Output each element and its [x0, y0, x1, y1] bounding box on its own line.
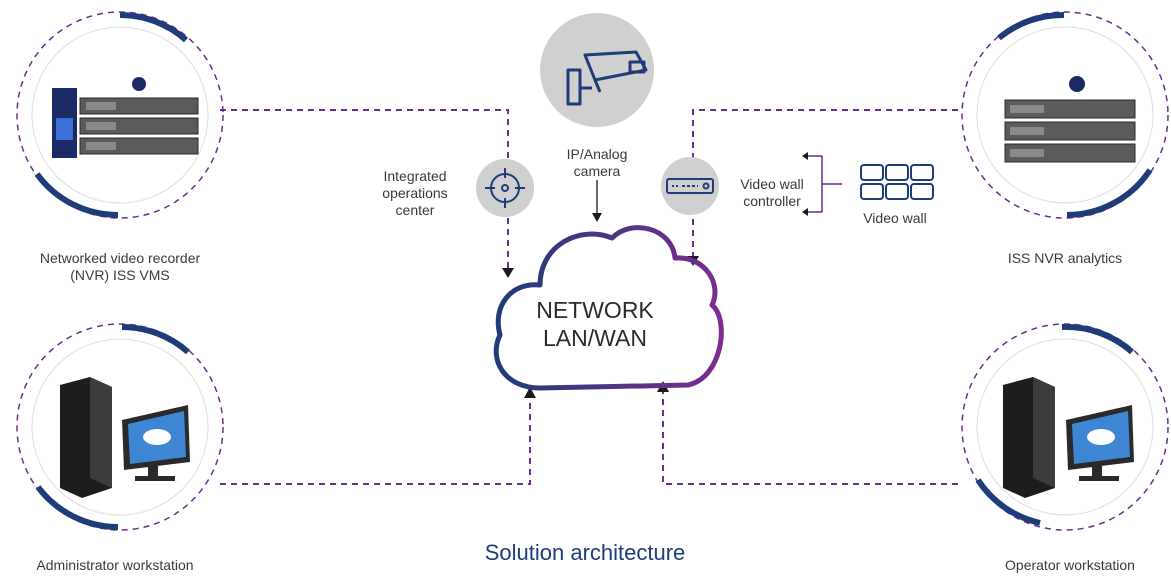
camera-circle	[540, 13, 654, 127]
connector-operator	[662, 392, 958, 485]
admin-node	[16, 323, 224, 531]
controller-label-line1: Video wall	[740, 176, 804, 192]
operator-label: Operator workstation	[970, 557, 1170, 574]
analytics-label-text: ISS NVR analytics	[1007, 250, 1123, 266]
connectors	[220, 109, 958, 485]
admin-arc-top	[121, 324, 190, 355]
camera-icon	[566, 50, 648, 106]
admin-ring	[16, 323, 224, 531]
controller-node	[661, 152, 842, 216]
video-wall-icon	[860, 164, 934, 200]
controller-bracket	[808, 155, 842, 213]
analytics-arc-bottom	[1066, 168, 1153, 218]
camera-label: IP/Analog camera	[547, 146, 647, 180]
camera-label-line2: camera	[573, 163, 621, 179]
controller-icon	[666, 178, 714, 194]
analytics-ring	[961, 11, 1169, 219]
controller-label: Video wall controller	[722, 176, 822, 210]
server-rack-icon	[1004, 76, 1136, 163]
analytics-node	[961, 11, 1169, 219]
analytics-label: ISS NVR analytics	[990, 250, 1140, 267]
admin-label: Administrator workstation	[0, 557, 230, 574]
cloud-icon	[493, 225, 724, 391]
ioc-circle	[476, 159, 534, 217]
analytics-arc-top	[997, 11, 1065, 41]
server-rack-icon	[52, 77, 199, 158]
admin-arc-bottom	[35, 485, 119, 530]
connector-nvr	[220, 109, 509, 268]
ioc-label-line2: operations	[382, 185, 448, 201]
nvr-label-line1: Networked video recorder	[39, 250, 201, 266]
nvr-label-line2: (NVR) ISS VMS	[70, 267, 170, 283]
ioc-node	[476, 159, 534, 217]
operator-node	[961, 323, 1169, 531]
arrow-admin	[524, 387, 536, 398]
cloud-label-line2: LAN/WAN	[543, 325, 647, 351]
operator-arc-top	[1061, 323, 1134, 355]
nvr-arc-bottom	[34, 172, 119, 219]
cloud-label: NETWORK LAN/WAN	[520, 296, 670, 352]
videowall-label: Video wall	[845, 210, 945, 227]
ioc-label: Integrated operations center	[365, 168, 465, 219]
camera-node	[540, 13, 654, 222]
page-title: Solution architecture	[484, 540, 686, 565]
controller-label-line2: controller	[743, 193, 801, 209]
workstation-icon	[1003, 377, 1134, 498]
connector-admin	[220, 398, 531, 485]
ioc-label-line3: center	[395, 202, 435, 218]
nvr-inner	[31, 26, 209, 204]
workstation-icon	[60, 377, 190, 498]
admin-label-text: Administrator workstation	[36, 557, 194, 573]
videowall-label-text: Video wall	[863, 210, 927, 226]
ioc-label-line1: Integrated	[383, 168, 447, 184]
nvr-arc-top	[119, 12, 188, 43]
nvr-label: Networked video recorder (NVR) ISS VMS	[20, 250, 220, 284]
operator-label-text: Operator workstation	[1005, 557, 1135, 573]
crosshair-icon	[485, 168, 525, 208]
camera-label-line1: IP/Analog	[566, 146, 628, 162]
arrow-nvr	[502, 268, 514, 278]
connector-analytics	[692, 109, 958, 256]
nvr-ring	[16, 11, 224, 219]
operator-arc-bottom	[975, 478, 1041, 526]
cloud-label-line1: NETWORK	[536, 297, 654, 323]
nvr-node	[16, 11, 224, 219]
